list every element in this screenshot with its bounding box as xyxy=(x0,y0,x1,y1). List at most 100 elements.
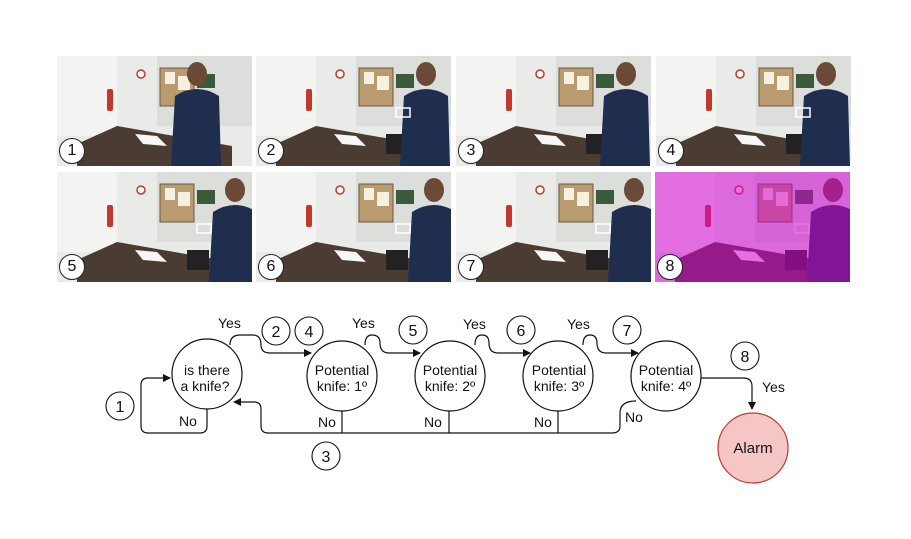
paper-on-desk xyxy=(534,250,566,262)
frame-image xyxy=(57,56,252,166)
frame-number: 3 xyxy=(458,138,484,164)
no-smoking-sign xyxy=(535,69,545,79)
node-potential-1: Potential knife: 1º xyxy=(306,340,378,412)
no-label: No xyxy=(534,414,552,430)
no-return-edge xyxy=(233,398,637,434)
node-label: is there xyxy=(184,362,230,378)
no-smoking-sign xyxy=(136,69,146,79)
frame-image xyxy=(456,172,651,282)
desk xyxy=(276,126,431,166)
person-body xyxy=(608,205,651,282)
paper xyxy=(777,76,789,90)
node-alarm: Alarm xyxy=(717,412,789,484)
person-body xyxy=(171,89,221,166)
alarm-label: Alarm xyxy=(733,440,772,457)
frame-image xyxy=(57,172,252,282)
step-marker: 2 xyxy=(261,316,291,346)
frame-image xyxy=(256,172,451,282)
detection-box xyxy=(395,223,411,234)
svg-text:3: 3 xyxy=(322,449,331,466)
paper xyxy=(377,192,389,206)
fire-extinguisher xyxy=(506,89,512,111)
paper xyxy=(165,72,175,84)
svg-text:5: 5 xyxy=(409,323,418,340)
poster xyxy=(197,190,215,204)
frame-image xyxy=(456,56,651,166)
desk xyxy=(476,126,631,166)
node-label: knife: 1º xyxy=(317,378,367,394)
desk xyxy=(476,242,631,282)
svg-text:2: 2 xyxy=(272,324,281,341)
fire-extinguisher xyxy=(107,89,113,111)
node-label: Potential xyxy=(532,362,586,378)
poster xyxy=(596,74,614,88)
paper xyxy=(577,76,589,90)
person-body xyxy=(400,89,450,166)
frame-number: 1 xyxy=(59,138,85,164)
frame-image xyxy=(256,56,451,166)
node-potential-3: Potential knife: 3º xyxy=(522,340,594,412)
connectors xyxy=(140,334,756,434)
step-marker: 3 xyxy=(311,441,341,471)
paper xyxy=(178,76,190,90)
step-markers: 1 2 4 5 6 7 8 3 xyxy=(105,315,760,471)
yes-edge xyxy=(474,334,531,357)
paper-on-desk xyxy=(734,134,766,146)
person-head xyxy=(816,62,836,86)
node-label: knife: 2º xyxy=(425,378,475,394)
paper xyxy=(364,188,374,200)
desk xyxy=(276,242,431,282)
chair xyxy=(586,250,608,270)
step-marker: 8 xyxy=(730,341,760,371)
node-label: Potential xyxy=(315,362,369,378)
person-body xyxy=(209,205,252,282)
chair xyxy=(187,250,209,270)
svg-text:4: 4 xyxy=(305,324,314,341)
frame-number: 8 xyxy=(657,254,683,280)
video-frame: 7 xyxy=(456,172,651,282)
step-marker: 5 xyxy=(398,315,428,345)
node-label: knife: 3º xyxy=(534,378,584,394)
yes-edge xyxy=(694,377,756,410)
svg-text:8: 8 xyxy=(741,349,750,366)
node-label: a knife? xyxy=(180,378,229,394)
fire-extinguisher xyxy=(107,205,113,227)
person-head xyxy=(624,178,644,202)
fire-extinguisher xyxy=(706,89,712,111)
yes-edge xyxy=(582,334,639,357)
paper xyxy=(577,192,589,206)
yes-label: Yes xyxy=(352,315,375,331)
frame-number: 7 xyxy=(458,254,484,280)
video-frame: 8 xyxy=(655,172,850,282)
detection-box xyxy=(196,223,212,234)
chair xyxy=(386,250,408,270)
person-body xyxy=(408,205,451,282)
svg-text:1: 1 xyxy=(116,399,125,416)
paper-on-desk xyxy=(334,134,366,146)
frame-number: 5 xyxy=(59,254,85,280)
person-body xyxy=(800,89,850,166)
frame-number: 6 xyxy=(258,254,284,280)
paper xyxy=(377,76,389,90)
video-frame: 2 xyxy=(256,56,451,166)
no-smoking-sign xyxy=(335,185,345,195)
paper-on-desk xyxy=(534,134,566,146)
node-start: is there a knife? xyxy=(171,338,243,410)
video-frame: 3 xyxy=(456,56,651,166)
paper xyxy=(564,188,574,200)
yes-edge xyxy=(229,334,312,357)
poster xyxy=(796,74,814,88)
node-label: knife: 4º xyxy=(641,378,691,394)
paper xyxy=(364,72,374,84)
poster xyxy=(596,190,614,204)
no-smoking-sign xyxy=(136,185,146,195)
paper-on-desk xyxy=(135,134,167,146)
person-head xyxy=(187,62,207,86)
video-frame: 6 xyxy=(256,172,451,282)
no-label: No xyxy=(179,413,197,429)
svg-text:7: 7 xyxy=(623,323,632,340)
node-label: Potential xyxy=(639,362,693,378)
fire-extinguisher xyxy=(306,89,312,111)
person-head xyxy=(416,62,436,86)
